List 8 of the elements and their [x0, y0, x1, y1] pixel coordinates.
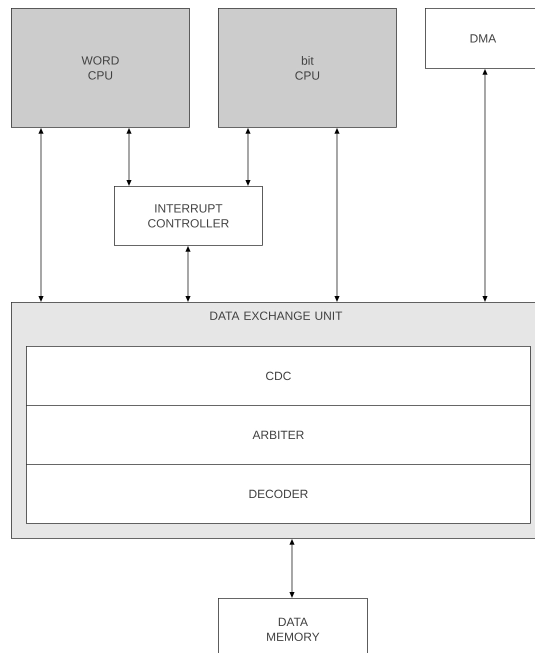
processor-box: WORD CPU: [11, 8, 190, 128]
block-box: DATA MEMORY: [218, 598, 368, 653]
processor-box: bit CPU: [218, 8, 397, 128]
block-box: INTERRUPT CONTROLLER: [114, 186, 263, 246]
section-row: DECODER: [26, 464, 531, 524]
block-box: DMA: [425, 8, 535, 69]
section-row: ARBITER: [26, 405, 531, 465]
section-row: CDC: [26, 346, 531, 406]
